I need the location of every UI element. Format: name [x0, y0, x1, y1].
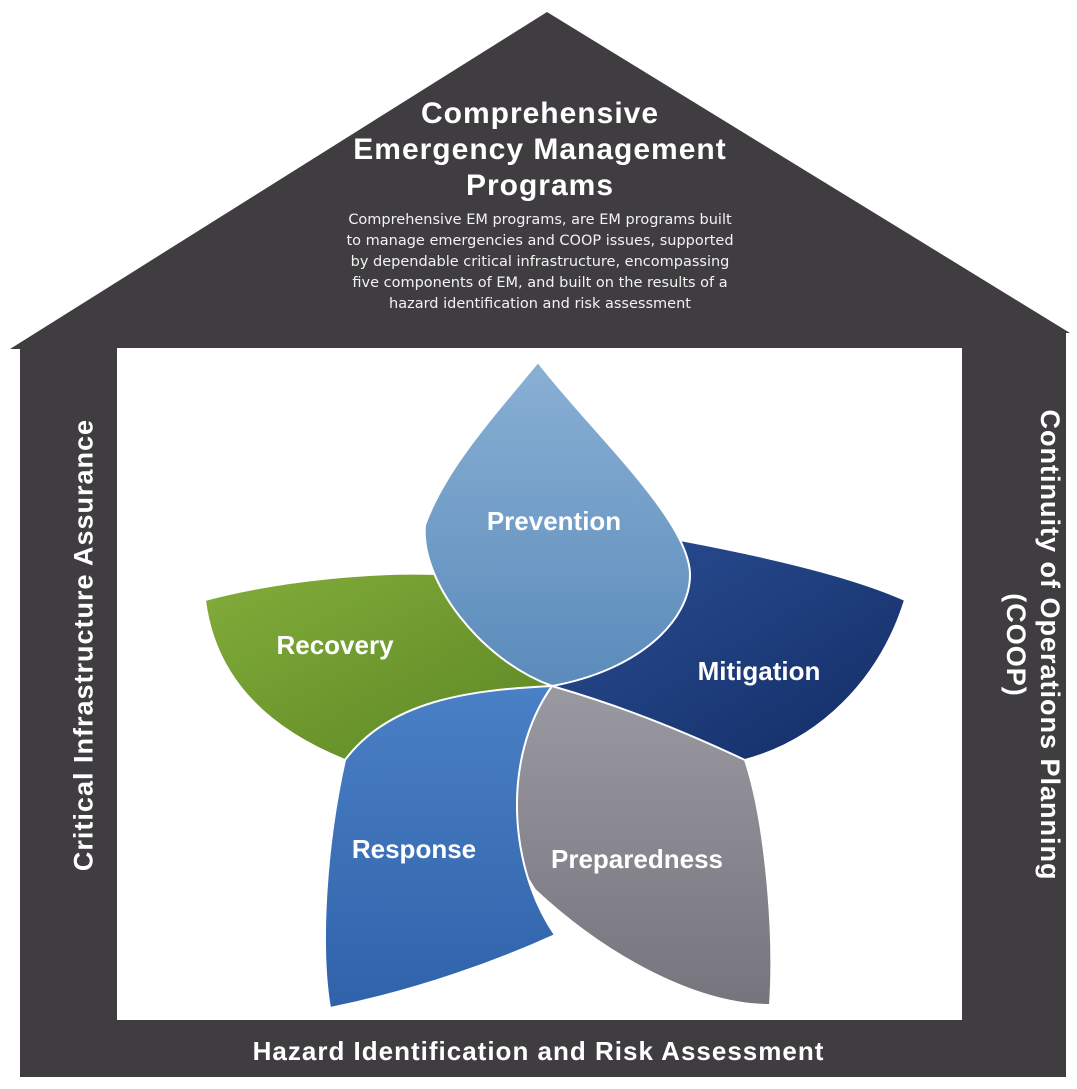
roof-description-line: by dependable critical infrastructure, e… — [350, 254, 730, 270]
right-pillar-label: Continuity of Operations Planning (COOP) — [999, 410, 1067, 881]
roof-description-line: Comprehensive EM programs, are EM progra… — [348, 212, 732, 228]
petal-response — [324, 684, 557, 1010]
roof-description: Comprehensive EM programs, are EM progra… — [270, 210, 810, 315]
roof-title-line: Programs — [465, 169, 615, 202]
roof-description-line: five components of EM, and built on the … — [352, 275, 728, 291]
roof-description-line: hazard identification and risk assessmen… — [389, 296, 691, 312]
roof-title-line: Comprehensive — [420, 97, 660, 130]
label-response: Response — [352, 834, 476, 864]
roof-description-line: to manage emergencies and COOP issues, s… — [346, 233, 734, 249]
roof-title-line: Emergency Management — [353, 133, 727, 166]
right-pillar-line: Continuity of Operations Planning — [1035, 409, 1065, 881]
label-mitigation: Mitigation — [698, 656, 821, 686]
right-pillar-line: (COOP) — [1001, 593, 1031, 697]
roof-title: Comprehensive Emergency Management Progr… — [300, 96, 780, 204]
label-recovery: Recovery — [276, 630, 394, 660]
star-petals — [203, 360, 907, 1010]
label-preparedness: Preparedness — [551, 844, 723, 874]
label-prevention: Prevention — [487, 506, 621, 536]
foundation-label: Hazard Identification and Risk Assessmen… — [252, 1036, 825, 1066]
left-pillar-label: Critical Infrastructure Assurance — [68, 418, 99, 872]
